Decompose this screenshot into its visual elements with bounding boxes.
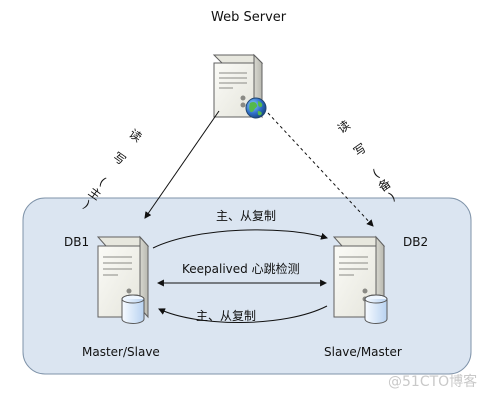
replication-top-label: 主、从复制 [216, 209, 277, 223]
db1-role-label: Master/Slave [82, 345, 160, 359]
replication-bottom-arrow [158, 305, 328, 323]
web-server-label: Web Server [211, 10, 287, 25]
db2-role-label: Slave/Master [324, 345, 402, 359]
backup-read-write-arrow [267, 112, 374, 227]
db2-database-icon [364, 294, 388, 325]
primary-read-write-arrow [144, 110, 220, 219]
db2-label: DB2 [403, 235, 429, 249]
globe-icon [245, 97, 267, 119]
db1-label: DB1 [64, 235, 90, 249]
db1-database-icon [121, 294, 145, 325]
watermark-text: @51CTO博客 [388, 374, 478, 390]
heartbeat-label: Keepalived 心跳检测 [182, 262, 300, 276]
replication-bottom-label: 主、从复制 [196, 309, 257, 323]
db1-server-node [96, 235, 150, 319]
replication-top-arrow [152, 229, 329, 249]
